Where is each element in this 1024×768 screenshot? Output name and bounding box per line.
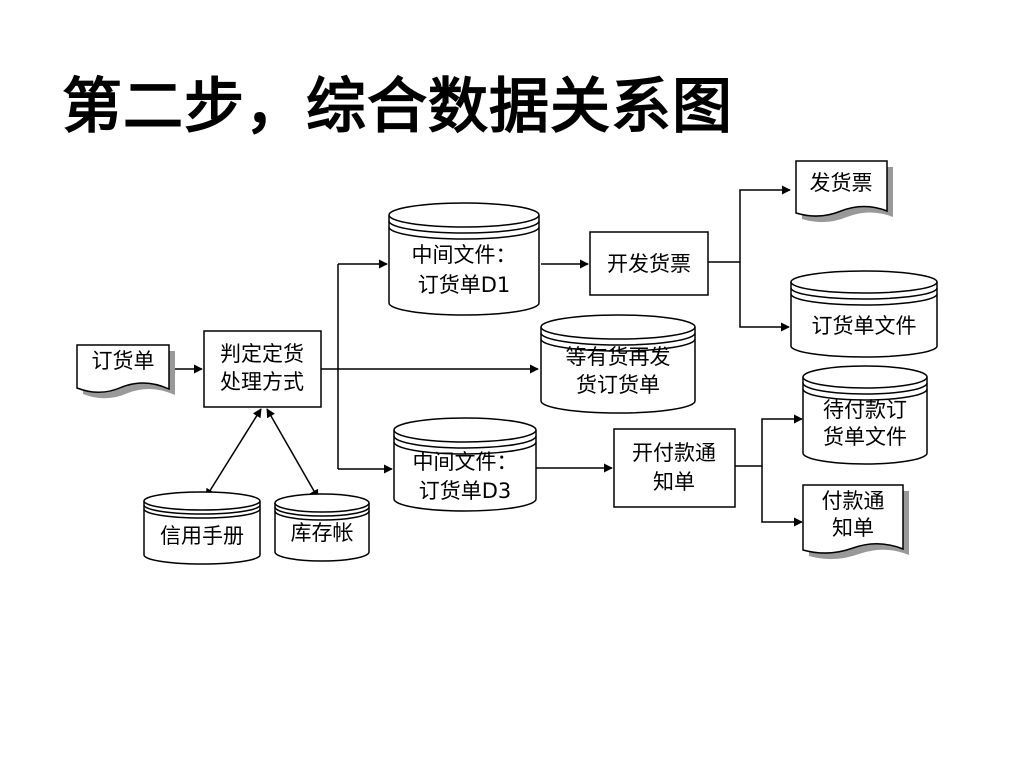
waiting-order-store: 等有货再发 货订货单 xyxy=(540,314,696,414)
credit-manual-store-label: 信用手册 xyxy=(160,524,244,548)
decide-process-label-2: 处理方式 xyxy=(220,370,304,394)
pending-payment-store-label-2: 货单文件 xyxy=(823,425,907,449)
credit-manual-store: 信用手册 xyxy=(143,491,261,565)
pending-payment-store-label-1: 待付款订 xyxy=(823,398,907,422)
payment-notice-document-label-2: 知单 xyxy=(832,516,874,540)
payment-notice-process-label-2: 知单 xyxy=(653,470,695,494)
invoice-document: 发货票 xyxy=(795,160,893,223)
decide-process: 判定定货 处理方式 xyxy=(203,330,322,408)
order-file-store: 订货单文件 xyxy=(790,270,938,358)
inventory-store-label: 库存帐 xyxy=(291,521,354,545)
order-document-label: 订货单 xyxy=(92,349,155,373)
invoice-document-label: 发货票 xyxy=(810,171,873,195)
intermediate-file-d1: 中间文件： 订货单D1 xyxy=(388,202,540,316)
decide-process-label-1: 判定定货 xyxy=(220,342,304,366)
waiting-order-store-label-1: 等有货再发 xyxy=(566,345,671,369)
pending-payment-store: 待付款订 货单文件 xyxy=(802,365,928,465)
edge-decide-inventory xyxy=(266,408,319,499)
edge-paynotice-to-notice xyxy=(761,466,803,527)
page-title: 第二步，综合数据关系图 xyxy=(62,72,733,142)
edge-invoice-branch xyxy=(708,185,791,263)
edge-paynotice-branch xyxy=(735,414,803,467)
edge-invoice-to-orderfile xyxy=(739,262,790,332)
waiting-order-store-label-2: 货订货单 xyxy=(576,373,660,397)
edge-decide-credit xyxy=(205,408,262,498)
issue-invoice-process: 开发货票 xyxy=(589,231,709,296)
payment-notice-process-label-1: 开付款通 xyxy=(632,441,716,465)
intermediate-file-d1-label-1: 中间文件： xyxy=(412,243,517,267)
inventory-store: 库存帐 xyxy=(274,493,370,562)
intermediate-file-d3-label-1: 中间文件： xyxy=(413,450,518,474)
issue-invoice-label: 开发货票 xyxy=(607,252,691,276)
payment-notice-process: 开付款通 知单 xyxy=(613,428,736,508)
edges xyxy=(169,185,803,527)
intermediate-file-d1-label-2: 订货单D1 xyxy=(418,273,511,297)
payment-notice-document: 付款通 知单 xyxy=(802,484,909,560)
order-document: 订货单 xyxy=(76,344,175,399)
intermediate-file-d3-label-2: 订货单D3 xyxy=(419,479,512,503)
intermediate-file-d3: 中间文件： 订货单D3 xyxy=(393,417,537,512)
order-file-store-label: 订货单文件 xyxy=(812,314,917,338)
payment-notice-document-label-1: 付款通 xyxy=(822,489,885,513)
